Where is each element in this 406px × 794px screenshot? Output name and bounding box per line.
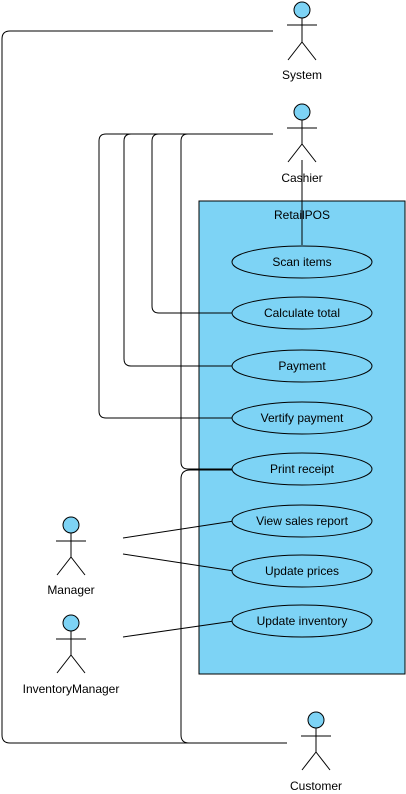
actor-label: Cashier <box>281 171 322 185</box>
use-case-label: Vertify payment <box>261 411 344 425</box>
association-manager-update-prices[interactable] <box>122 553 235 572</box>
system-boundary-box <box>198 200 406 675</box>
association-manager-view-sales-report[interactable] <box>122 520 235 539</box>
actor-label: System <box>282 68 322 82</box>
use-case-ellipse <box>231 452 373 486</box>
stick-figure-icon <box>287 1 317 61</box>
use-case-update-inventory[interactable]: Update inventory <box>231 604 373 638</box>
use-case-ellipse <box>231 349 373 383</box>
use-case-ellipse <box>231 296 373 330</box>
use-case-print-receipt[interactable]: Print receipt <box>231 452 373 486</box>
actors: System Cashier Manager <box>23 1 342 793</box>
actor-system[interactable]: System <box>282 1 322 82</box>
actor-customer[interactable]: Customer <box>290 711 342 793</box>
use-case-label: View sales report <box>256 514 348 528</box>
system-boundary[interactable]: RetailPOS <box>198 200 406 675</box>
use-case-view-sales-report[interactable]: View sales report <box>231 504 373 538</box>
use-case-calculate-total[interactable]: Calculate total <box>231 296 373 330</box>
use-case-ellipse <box>231 554 373 588</box>
association-cashier-verify-payment[interactable] <box>98 133 273 419</box>
actor-label: InventoryManager <box>23 682 120 696</box>
actor-cashier[interactable]: Cashier <box>281 103 323 185</box>
use-case-ellipse <box>231 401 373 435</box>
stick-figure-icon <box>56 614 86 674</box>
use-case-label: Payment <box>278 359 326 373</box>
association-cashier-print-receipt[interactable] <box>180 133 273 470</box>
associations <box>1 30 303 744</box>
use-case-ellipse <box>231 604 373 638</box>
stick-figure-icon <box>287 103 317 163</box>
use-case-label: Update prices <box>265 564 339 578</box>
use-case-update-prices[interactable]: Update prices <box>231 554 373 588</box>
association-system-customer[interactable] <box>1 30 287 744</box>
use-case-scan-items[interactable]: Scan items <box>231 245 373 279</box>
use-case-ellipse <box>231 245 373 279</box>
use-case-verify-payment[interactable]: Vertify payment <box>231 401 373 435</box>
use-case-payment[interactable]: Payment <box>231 349 373 383</box>
use-case-label: Update inventory <box>257 614 348 628</box>
association-inventory-manager-update-inventory[interactable] <box>122 620 235 638</box>
use-case-label: Calculate total <box>264 306 340 320</box>
actor-label: Manager <box>47 583 94 597</box>
use-case-label: Scan items <box>272 255 331 269</box>
actor-inventory-manager[interactable]: InventoryManager <box>23 614 120 696</box>
stick-figure-icon <box>56 516 86 576</box>
use-cases: Scan items Calculate total Payment Verti… <box>231 245 373 638</box>
use-case-label: Print receipt <box>270 462 335 476</box>
use-case-ellipse <box>231 504 373 538</box>
stick-figure-icon <box>301 711 331 771</box>
association-customer-print-receipt[interactable] <box>180 469 287 744</box>
actor-manager[interactable]: Manager <box>47 516 95 597</box>
actor-label: Customer <box>290 779 342 793</box>
